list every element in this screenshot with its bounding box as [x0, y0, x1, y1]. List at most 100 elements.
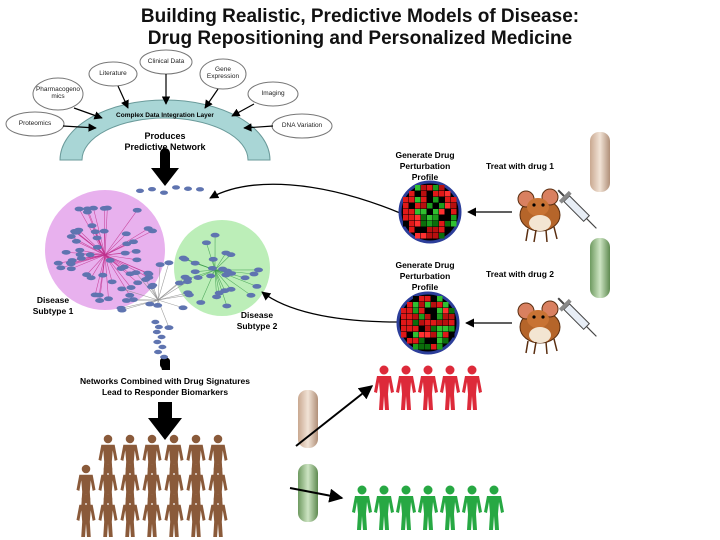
perturbation-arrow-1	[209, 183, 401, 214]
heatmap-cell	[437, 338, 443, 344]
network-node	[116, 266, 126, 271]
heatmap-cell	[419, 320, 425, 326]
heatmap-cell	[413, 344, 419, 350]
heatmap-cell	[413, 308, 419, 314]
heatmap-cell	[401, 326, 407, 332]
treat-drug-1-label: Treat with drug 1	[485, 161, 554, 171]
network-node	[121, 231, 131, 237]
heatmap-cell	[409, 203, 415, 209]
network-node	[208, 256, 218, 262]
title-line-2: Drug Repositioning and Personalized Medi…	[147, 28, 573, 49]
heatmap-cell	[409, 209, 415, 215]
heatmap-cell	[427, 203, 433, 209]
person-icon	[98, 434, 118, 477]
heatmap-cell	[439, 209, 445, 215]
heatmap-cell	[425, 296, 431, 302]
person-icon	[120, 434, 140, 477]
heatmap-cell	[443, 326, 449, 332]
network-node	[190, 260, 200, 266]
network-edge	[145, 279, 159, 301]
treat-drug-2-label: Treat with drug 2	[485, 269, 554, 279]
heatmap-cell	[421, 227, 427, 233]
responder-vial-1-icon	[298, 390, 318, 448]
heatmap-cell	[419, 314, 425, 320]
heatmap-cell	[409, 197, 415, 203]
heatmap-cell	[403, 215, 409, 221]
networks-combined-line1: Networks Combined with Drug Signatures	[79, 376, 251, 386]
person-icon	[440, 485, 460, 530]
network-node	[153, 302, 163, 308]
network-node	[154, 324, 163, 330]
perturbation-2-line2: Perturbation	[399, 271, 451, 281]
person-icon	[418, 485, 438, 530]
network-node	[155, 262, 165, 268]
network-node	[252, 283, 262, 289]
network-node	[174, 280, 184, 286]
person-icon	[374, 485, 394, 530]
heatmap-cell	[407, 302, 413, 308]
syringe-2-icon	[557, 297, 597, 337]
network-node	[122, 241, 132, 247]
network-node	[172, 185, 180, 190]
perturbation-1-line2: Perturbation	[399, 161, 451, 171]
down-arrow-1	[151, 148, 179, 186]
network-node	[125, 292, 135, 298]
heatmap-cell	[403, 209, 409, 215]
network-edge	[206, 242, 216, 271]
heatmap-cell	[439, 233, 445, 239]
network-edge	[104, 254, 137, 261]
heatmap-cell	[443, 338, 449, 344]
network-node	[240, 275, 250, 281]
network-node	[61, 249, 71, 255]
network-node	[120, 250, 130, 256]
network-node	[107, 279, 117, 285]
person-icon	[462, 365, 482, 410]
heatmap-cell	[437, 332, 443, 338]
heatmap-cell	[419, 296, 425, 302]
heatmap-cell	[437, 326, 443, 332]
network-node	[132, 207, 142, 213]
heatmap-cell	[409, 191, 415, 197]
network-node	[206, 273, 216, 279]
network-node	[133, 280, 143, 286]
person-icon	[396, 485, 416, 530]
network-edge	[214, 269, 257, 287]
heatmap-cell	[445, 203, 451, 209]
person-icon	[98, 494, 118, 537]
network-edge	[104, 210, 138, 256]
heatmap-cell	[445, 227, 451, 233]
network-node	[66, 234, 76, 239]
heatmap-cell	[431, 308, 437, 314]
person-icon	[120, 494, 140, 537]
heatmap-cell	[431, 344, 437, 350]
network-node	[201, 240, 211, 246]
mouse-2-icon	[517, 300, 561, 355]
heatmap-cell	[401, 314, 407, 320]
heatmap-cell	[401, 332, 407, 338]
person-icon	[142, 464, 162, 507]
heatmap-cell	[415, 209, 421, 215]
person-icon	[164, 494, 184, 537]
network-edge	[135, 272, 159, 301]
heatmap-cell	[413, 326, 419, 332]
heatmap-cell	[419, 326, 425, 332]
heatmap-cell	[415, 197, 421, 203]
heatmap-cell	[421, 233, 427, 239]
heatmap-cell	[425, 308, 431, 314]
network-node	[157, 334, 166, 340]
heatmap-cell	[403, 221, 409, 227]
heatmap-cell	[419, 332, 425, 338]
network-node	[126, 285, 136, 290]
network-node	[128, 239, 138, 245]
network-node	[178, 305, 188, 311]
heatmap-cell	[427, 191, 433, 197]
heatmap-cell	[407, 332, 413, 338]
network-node	[164, 260, 174, 266]
network-edge	[214, 269, 232, 290]
network-node	[210, 232, 220, 238]
network-edge	[86, 254, 106, 275]
network-node	[193, 275, 203, 280]
network-node	[105, 258, 115, 263]
heatmap-cell	[419, 302, 425, 308]
network-node	[144, 271, 154, 277]
